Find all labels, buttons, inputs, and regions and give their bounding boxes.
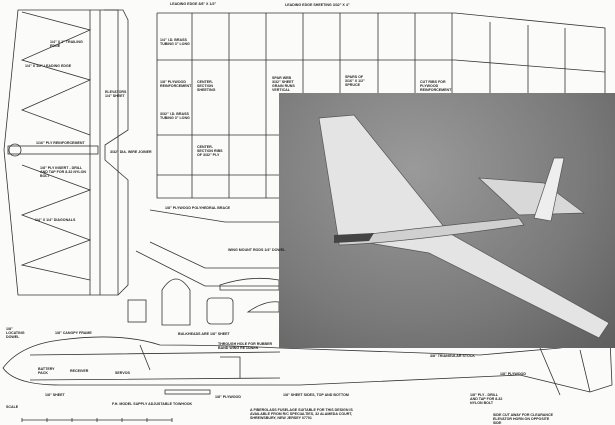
label-cut-ribs: Cut ribs for plywood reinforcement (420, 80, 452, 92)
label-towhook: F.H. model supply adjustable towhook (112, 402, 193, 406)
label-ply-reinforcement: 1/16" ply reinforcement (36, 141, 85, 145)
label-triangular-stock: 3/8" triangular stock (430, 354, 475, 358)
label-elevator: Elevators 1/4" sheet (105, 90, 127, 98)
label-brass-tubing-2: 3/32" I.D. brass tubing 3" long (160, 112, 190, 120)
bulkhead-2 (161, 278, 191, 326)
label-side-cut: Side cut away for clearance elevator hor… (493, 413, 553, 425)
label-leading-edge-sheeting: Leading edge sheeting 3/32" x 4" (285, 3, 350, 7)
label-stab-leading-edge: 1/4" x 1/2" leading edge (25, 64, 72, 68)
label-diagonals: 1/4" x 1/4" diagonals (35, 218, 76, 222)
label-receiver: Receiver (70, 369, 89, 373)
bulkhead-1 (127, 299, 147, 323)
label-spars: Spars of 3/16" x 1/2" spruce (345, 75, 365, 87)
wing-mount-rods (135, 241, 279, 287)
label-plywood: 1/8" plywood (215, 395, 241, 399)
label-fiberglass-note: A fiberglass fuselage suitable for this … (250, 408, 353, 420)
polyhedral-brace (149, 209, 279, 223)
label-plywood-tail: 1/8" plywood (500, 372, 526, 376)
label-center-ribs: Center-section ribs of 3/32" ply (197, 145, 223, 157)
label-plywood-reinforcement: 1/8" plywood reinforcement (160, 80, 192, 88)
label-sheet-sides: 1/8" sheet sides, top and bottom (283, 393, 349, 397)
label-through-hole: Through hole for rubber band wing retain… (218, 342, 273, 350)
label-sheet: 1/8" sheet (45, 393, 65, 397)
scale-bar (21, 418, 173, 422)
label-wire-joiner: 3/32" dia. wire joiner (110, 150, 152, 154)
label-bulkheads: Bulkheads are 1/8" sheet (178, 332, 230, 336)
label-ply-insert: 1/8" ply insert - drill and tap for 8-32… (40, 166, 86, 178)
bulkhead-3 (206, 297, 234, 325)
label-canopy-frame: 1/8" canopy frame (55, 331, 92, 335)
wing-plan (156, 12, 606, 199)
label-brass-tubing: 1/4" I.D. brass tubing 3" long (160, 38, 190, 46)
label-ply-drill: 1/8" ply - drill and tap for 8-32 nylon … (470, 393, 503, 405)
fuselage-side-view (2, 336, 613, 396)
label-center-sheeting: Center-section sheeting (197, 80, 216, 92)
label-locating-dowel: 1/8" locating dowel (6, 327, 25, 339)
label-servos: Servos (115, 371, 130, 375)
glider-photo-image (318, 114, 610, 339)
label-leading-edge: Leading edge 3/8" x 1/2" (170, 2, 217, 6)
label-polyhedral-brace: 1/8" plywood polyhedral brace (165, 206, 231, 210)
label-scale: Scale (6, 405, 19, 409)
stabilizer-plan (3, 9, 129, 296)
label-trailing-edge: 1/4" x 1" trailing edge (50, 40, 83, 48)
label-battery-pack: Battery pack (38, 367, 55, 375)
label-wing-mount-rods: Wing mount rods 1/4" dowel (228, 248, 286, 252)
label-spar-web: Spar web 3/32" sheet grain runs vertical (272, 76, 295, 92)
glider-photo (279, 93, 615, 348)
